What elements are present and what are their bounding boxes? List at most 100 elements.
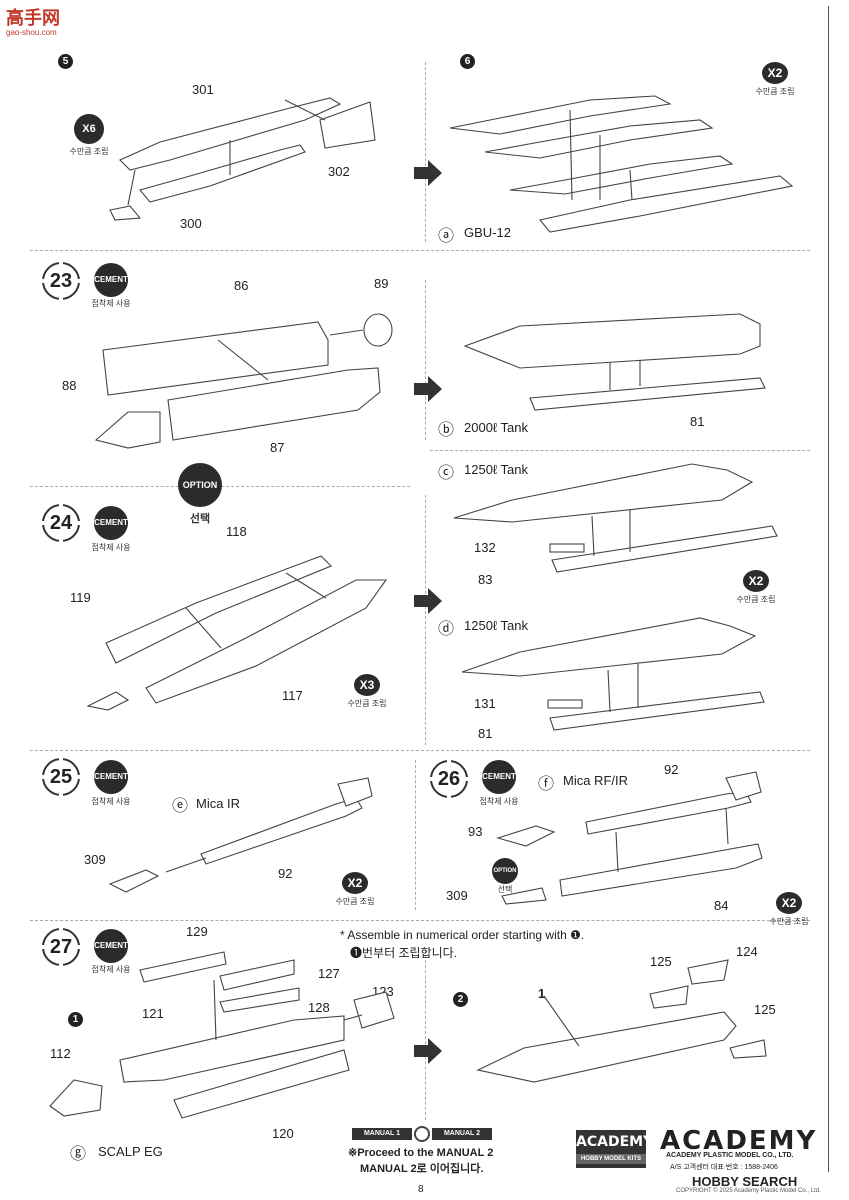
step-25-mica-ir-drawing	[108, 777, 373, 893]
part-129: 129	[186, 924, 208, 939]
step-23-cement-caption: 접착제 사용	[91, 299, 131, 308]
step-6-gbu12-drawing	[449, 95, 794, 233]
proceed-en: ※Proceed to the MANUAL 2	[348, 1147, 494, 1159]
part-300: 300	[180, 216, 202, 231]
page-frame	[6, 6, 829, 1172]
step-25-qty-badge: X2	[342, 872, 368, 894]
academy-box-text: ACADEMY	[576, 1134, 654, 1150]
step-23-to-b-arrow	[414, 376, 442, 402]
step-25-number: 25	[41, 757, 81, 797]
tank-c-qty-caption: 수만큼 조립	[736, 595, 776, 604]
step-b-2000-tank-drawing	[463, 313, 766, 411]
divider-vertical-1	[425, 62, 426, 242]
hobbysearch-mark: HOBBY SEARCH	[692, 1174, 798, 1189]
part-131: 131	[474, 696, 496, 711]
proceed-ko: MANUAL 2로 이어집니다.	[360, 1163, 484, 1175]
step-27-scalp-drawing	[49, 951, 395, 1119]
service-number: A/S 고객센터 대표 번호 : 1588-2406	[670, 1164, 778, 1171]
step-24-cement-badge: CEMENT	[94, 506, 128, 540]
step-26-qty-caption: 수만큼 조립	[769, 917, 809, 926]
step-27-cement-badge: CEMENT	[94, 929, 128, 963]
step-26-label: Mica RF/IR	[563, 773, 628, 788]
divider-h-1	[30, 250, 810, 251]
step-24-number: 24	[41, 503, 81, 543]
part-84: 84	[714, 898, 729, 913]
step-5-number: 5	[58, 54, 73, 69]
academy-box-logo: ACADEMY HOBBY MODEL KITS	[576, 1130, 654, 1168]
step-27-cement-caption: 접착제 사용	[91, 965, 131, 974]
step-27-number-text: 27	[49, 936, 73, 958]
part-120: 120	[272, 1126, 294, 1141]
step-26-option-caption: 선택	[497, 885, 513, 894]
step-24-qty-caption: 수만큼 조립	[347, 699, 387, 708]
copyright: COPYRIGHT © 2025 Academy Plastic Model C…	[676, 1188, 821, 1194]
divider-h-4	[30, 750, 810, 751]
step-25-cement-badge: CEMENT	[94, 760, 128, 794]
step-26-qty-badge: X2	[776, 892, 802, 914]
part-89: 89	[374, 276, 389, 291]
part-127: 127	[318, 966, 340, 981]
step-6-number: 6	[460, 54, 475, 69]
step-23-number: 23	[41, 261, 81, 301]
part-118: 118	[226, 524, 247, 539]
tank-d-label: 1250ℓ Tank	[464, 618, 528, 633]
option-badge: OPTION	[178, 463, 222, 507]
step-25-marker: ⓔ	[172, 798, 189, 815]
step-25-label: Mica IR	[196, 796, 241, 811]
watermark-url: gao-shou.com	[6, 28, 57, 37]
step-5-missile-drawing	[109, 97, 376, 221]
academy-logo: ACADEMY	[660, 1126, 818, 1156]
part-301: 301	[192, 82, 214, 97]
step-27-assembled-drawing	[476, 959, 767, 1083]
tank-c-drawing	[453, 463, 778, 573]
step-24-pod-drawing	[86, 555, 388, 711]
divider-vertical-2	[425, 280, 426, 440]
step-24-qty-badge: X3	[354, 674, 380, 696]
step-26-mica-rfir-drawing	[496, 771, 763, 905]
step-27-sub-2: 2	[453, 992, 468, 1007]
option-caption: 선택	[189, 513, 211, 525]
tank-d-drawing	[461, 617, 765, 731]
step-24-cement-caption: 접착제 사용	[91, 543, 131, 552]
assembly-note-ko: ❶번부터 조립합니다.	[350, 946, 457, 960]
part-92-f: 92	[664, 762, 679, 777]
tank-c-label: 1250ℓ Tank	[464, 462, 528, 477]
step-5-to-6-arrow	[414, 160, 442, 186]
part-81-d: 81	[478, 726, 493, 741]
step-25-cement-caption: 접착제 사용	[91, 797, 131, 806]
step-26-number-text: 26	[437, 768, 461, 790]
watermark-name: 高手网	[6, 8, 60, 29]
watermark-logo: 高手网 gao-shou.com	[6, 4, 68, 37]
step-25-qty-caption: 수만큼 조립	[335, 897, 375, 906]
assembly-note-en: * Assemble in numerical order starting w…	[340, 928, 585, 942]
part-124: 124	[736, 944, 758, 959]
divider-vertical-5	[425, 950, 426, 1120]
step-26-marker: ⓕ	[538, 776, 555, 793]
step-25-number-text: 25	[49, 766, 73, 788]
step-b-tank-label: 2000ℓ Tank	[464, 420, 528, 435]
part-87: 87	[270, 440, 285, 455]
part-ref-1: 1	[538, 986, 546, 1001]
step-26-cement-caption: 접착제 사용	[479, 797, 519, 806]
part-83: 83	[478, 572, 493, 587]
divider-vertical-4	[415, 760, 416, 910]
step-23-cement-badge: CEMENT	[94, 263, 128, 297]
page-number: 8	[418, 1184, 424, 1195]
step-26-number: 26	[429, 759, 469, 799]
part-119: 119	[70, 590, 91, 605]
part-125-b: 125	[754, 1002, 776, 1017]
step-23-number-text: 23	[49, 270, 73, 292]
part-92-e: 92	[278, 866, 293, 881]
step-6-label: GBU-12	[464, 225, 511, 240]
manual-1-tab: MANUAL 1	[352, 1128, 412, 1140]
part-117: 117	[282, 688, 303, 703]
part-309-f: 309	[446, 888, 468, 903]
step-27-sub-arrow	[414, 1038, 442, 1064]
academy-box-sub: HOBBY MODEL KITS	[576, 1154, 646, 1164]
step-24-to-cd-arrow	[414, 588, 442, 614]
step-26-option-badge: OPTION	[492, 858, 518, 884]
tank-c-qty-badge: X2	[743, 570, 769, 592]
manual-link-icon	[414, 1126, 430, 1142]
step-27-sub-1: 1	[68, 1012, 83, 1027]
step-27-label: SCALP EG	[98, 1144, 163, 1159]
